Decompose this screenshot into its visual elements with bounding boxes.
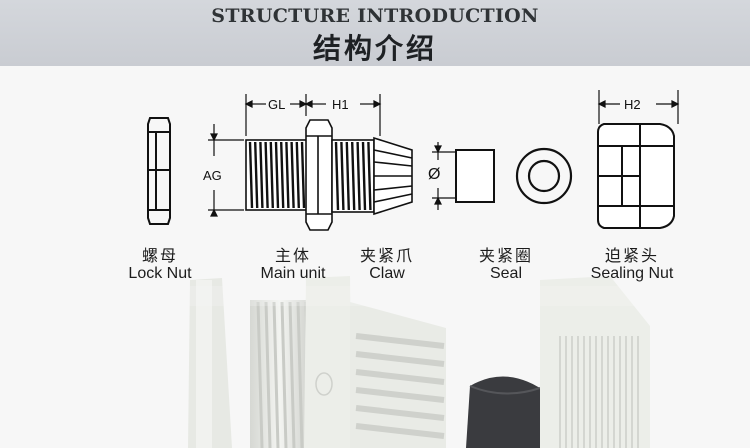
part-label-seal-zh: 夹紧圈 <box>478 246 533 265</box>
part-label-sealing-nut-zh: 迫紧头 <box>604 246 659 265</box>
thread-line <box>340 141 345 211</box>
thread-line <box>300 141 306 209</box>
part-label-main-unit-en: Main unit <box>260 265 326 282</box>
thread-line <box>248 141 254 209</box>
part-label-claw-zh: 夹紧爪 <box>359 246 414 265</box>
thread-line <box>351 141 356 211</box>
part-label-seal-en: Seal <box>489 265 523 282</box>
dim-label-h1: H1 <box>332 97 349 112</box>
thread-line <box>355 387 445 403</box>
seal-ring-drawing <box>515 147 573 205</box>
thread-line <box>269 141 274 209</box>
main-unit-drawing <box>245 119 413 231</box>
title-chinese: 结构介绍 <box>312 32 437 65</box>
thread-line <box>254 141 259 209</box>
thread-line <box>280 301 288 448</box>
thread-line <box>256 301 264 448</box>
thread-line <box>334 141 340 211</box>
thread-line <box>274 141 280 209</box>
dim-label-h2: H2 <box>624 97 641 112</box>
thread-line <box>355 369 445 385</box>
thread-line <box>356 141 361 211</box>
thread-line <box>296 301 304 448</box>
thread-line <box>295 141 300 209</box>
header-banner: STRUCTURE INTRODUCTION 结构介绍 <box>0 0 750 66</box>
thread-line <box>355 423 445 439</box>
part-label-claw-en: Claw <box>369 265 405 282</box>
part-label-sealing-nut-en: Sealing Nut <box>590 265 674 282</box>
thread-line <box>355 333 445 349</box>
thread-line <box>264 141 269 209</box>
thread-line <box>264 301 272 448</box>
part-label-main-unit-zh: 主体 <box>274 246 311 265</box>
part-label-lock-nut-zh: 螺母 <box>141 246 178 265</box>
thread-line <box>290 141 295 209</box>
structure-diagram <box>0 90 750 448</box>
claw-ring-drawing <box>455 149 495 203</box>
part-label-lock-nut-en: Lock Nut <box>128 265 192 282</box>
thread-line <box>361 141 367 211</box>
thread-line <box>272 301 280 448</box>
dim-label-gl: GL <box>268 97 286 112</box>
dim-label-ag: AG <box>203 168 222 183</box>
dimension-lines <box>208 90 680 217</box>
dim-label-phi: Ø <box>428 166 441 183</box>
thread-line <box>345 141 350 211</box>
title-english: STRUCTURE INTRODUCTION <box>211 5 539 27</box>
thread-line <box>355 351 445 367</box>
sealing-nut-drawing <box>597 123 675 229</box>
thread-line <box>280 141 285 209</box>
product-photo <box>0 276 750 448</box>
lock-nut-drawing <box>147 117 171 225</box>
thread-line <box>285 141 290 209</box>
thread-line <box>367 141 372 211</box>
thread-line <box>259 141 264 209</box>
thread-line <box>288 301 296 448</box>
thread-line <box>355 405 445 421</box>
